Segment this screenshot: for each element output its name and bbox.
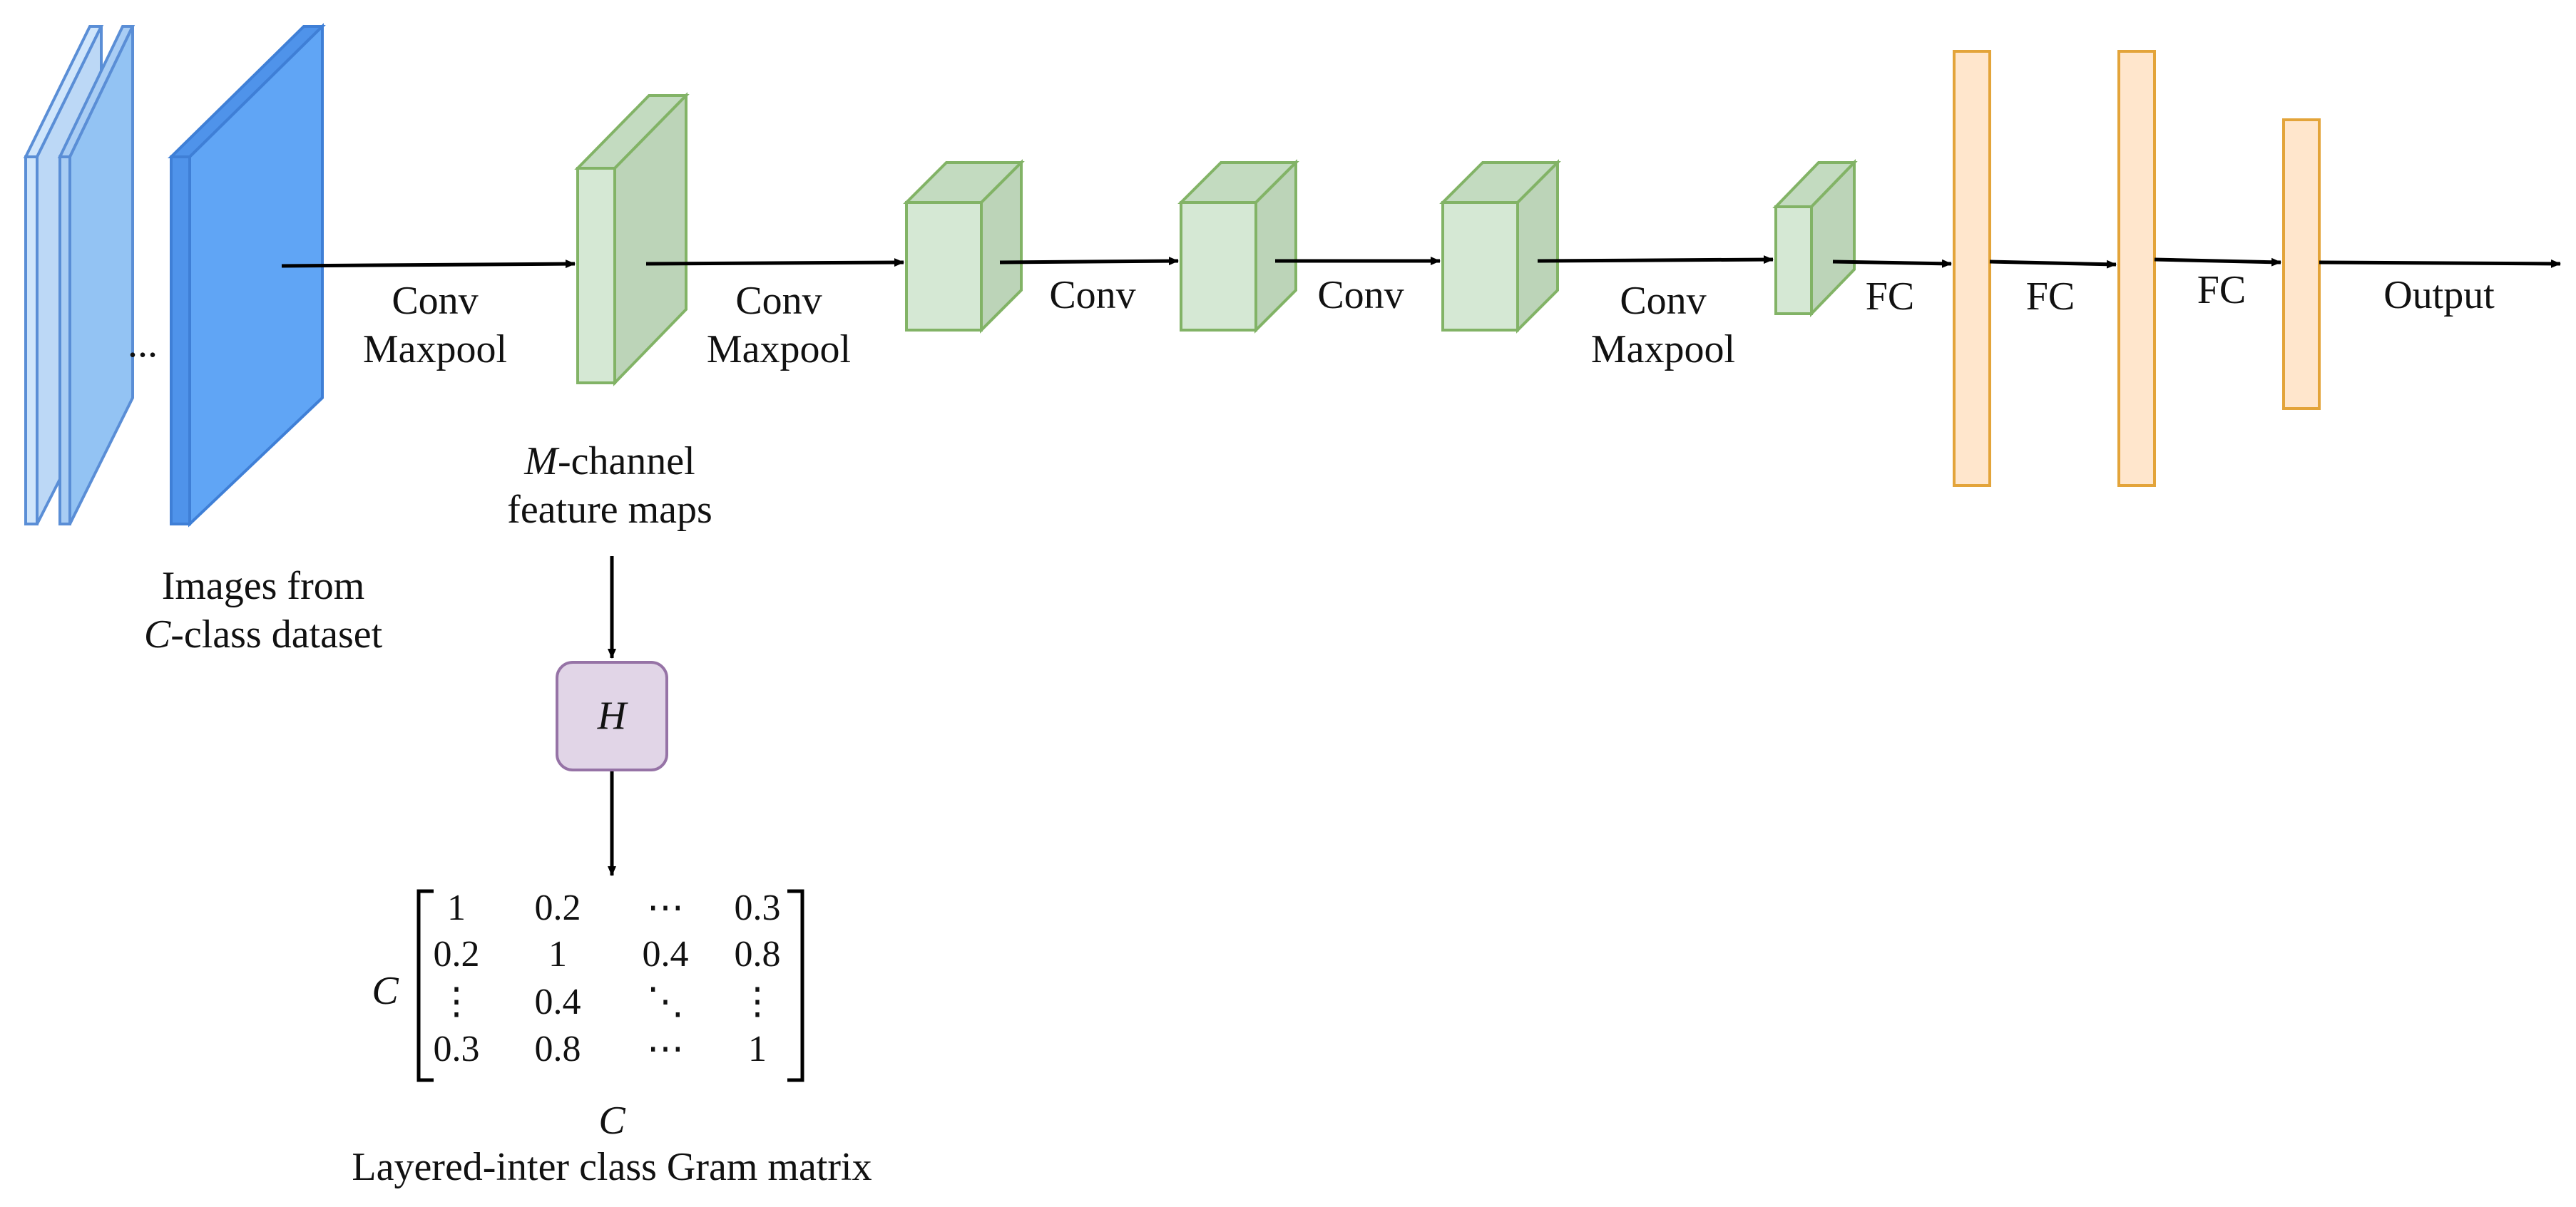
h-box: H bbox=[556, 661, 668, 771]
gram-matrix: C 1 0.2 ⋯ 0.3 0.2 1 0.4 0.8 ⋮ 0.4 ⋱ ⋮ 0.3 0.8 ⋯ 1 C Lay… bbox=[352, 888, 872, 1189]
gram-cell-r3-c3: ⋱ bbox=[647, 982, 684, 1022]
label-conv4: Conv bbox=[1317, 273, 1404, 317]
conv-cube-4 bbox=[1439, 159, 1561, 334]
gram-cell-r3-c1: ⋮ bbox=[438, 982, 475, 1022]
gram-cell-r2-c2: 1 bbox=[548, 934, 567, 975]
arrow-cube5-to-fc1 bbox=[1832, 259, 1952, 268]
feature-map-caption-line1: M-channel bbox=[523, 439, 695, 483]
label-maxpool1: Maxpool bbox=[363, 327, 507, 371]
gram-cell-r1-c4: 0.3 bbox=[735, 888, 781, 928]
feature-map-caption: M-channel feature maps bbox=[507, 439, 712, 532]
input-ellipsis: ... bbox=[128, 322, 158, 366]
gram-left-bracket bbox=[416, 889, 434, 1082]
input-image-plate bbox=[57, 25, 136, 525]
gram-cell-r1-c2: 0.2 bbox=[535, 888, 581, 928]
arrow-fc3-to-output bbox=[2319, 259, 2561, 268]
conv-cube-2 bbox=[903, 159, 1025, 334]
label-conv2: Conv bbox=[735, 279, 822, 323]
label-maxpool2: Maxpool bbox=[707, 327, 851, 371]
gram-cell-r4-c4: 1 bbox=[748, 1029, 767, 1069]
arrow-cube2-to-cube3 bbox=[999, 257, 1179, 266]
feature-map-channel-text: -channel bbox=[558, 439, 695, 483]
gram-column-label: C bbox=[598, 1099, 625, 1143]
label-fc1: FC bbox=[1866, 274, 1915, 319]
gram-cell-r1-c3: ⋯ bbox=[647, 888, 684, 928]
gram-cell-r4-c3: ⋯ bbox=[647, 1029, 684, 1069]
gram-row-label: C bbox=[372, 969, 399, 1013]
feature-map-block-1 bbox=[574, 92, 690, 386]
h-box-label: H bbox=[597, 694, 628, 738]
arrow-cube4-to-cube5 bbox=[1537, 255, 1774, 264]
gram-cells: 1 0.2 ⋯ 0.3 0.2 1 0.4 0.8 ⋮ 0.4 ⋱ ⋮ 0.3 0.8 ⋯ 1 bbox=[434, 888, 781, 1069]
feature-map-channel-symbol: M bbox=[523, 439, 560, 483]
feature-map-caption-line2: feature maps bbox=[507, 488, 712, 532]
arrow-fc1-to-fc2 bbox=[1989, 260, 2117, 269]
gram-cell-r4-c2: 0.8 bbox=[535, 1029, 581, 1069]
fc-layer-1 bbox=[1953, 50, 1991, 487]
flow-arrows bbox=[281, 255, 2561, 269]
arrow-block1-to-cube2 bbox=[645, 258, 904, 267]
gram-cell-r2-c3: 0.4 bbox=[643, 934, 689, 975]
gram-cell-r3-c4: ⋮ bbox=[739, 982, 776, 1022]
input-caption-class-text: -class dataset bbox=[170, 612, 382, 657]
gram-right-bracket bbox=[787, 889, 804, 1082]
gram-caption: Layered-inter class Gram matrix bbox=[352, 1145, 872, 1189]
input-caption-class-symbol: C bbox=[144, 612, 171, 657]
input-image-plate bbox=[168, 23, 326, 528]
gram-cell-r4-c1: 0.3 bbox=[434, 1029, 480, 1069]
label-output: Output bbox=[2383, 273, 2495, 317]
label-fc2: FC bbox=[2026, 274, 2075, 319]
conv-cube-3 bbox=[1177, 159, 1299, 334]
input-caption-line1: Images from bbox=[162, 564, 365, 608]
conv-cube-5 bbox=[1772, 159, 1858, 317]
fc-layer-2 bbox=[2117, 50, 2156, 487]
gram-cell-r1-c1: 1 bbox=[447, 888, 466, 928]
input-image-stack: ... bbox=[23, 23, 326, 528]
arrow-fc2-to-fc3 bbox=[2154, 257, 2281, 267]
label-conv1: Conv bbox=[392, 279, 478, 323]
label-maxpool5: Maxpool bbox=[1591, 327, 1735, 371]
gram-cell-r2-c4: 0.8 bbox=[735, 934, 781, 975]
label-fc3: FC bbox=[2197, 268, 2247, 312]
gram-cell-r3-c2: 0.4 bbox=[535, 982, 581, 1022]
gram-cell-r2-c1: 0.2 bbox=[434, 934, 480, 975]
arrow-input-to-block1 bbox=[281, 260, 576, 269]
label-conv3: Conv bbox=[1049, 273, 1135, 317]
layer-labels: Conv Maxpool Conv Maxpool Conv Conv Conv… bbox=[363, 268, 2495, 371]
input-caption-line2: C-class dataset bbox=[144, 612, 383, 657]
label-conv5: Conv bbox=[1620, 279, 1706, 323]
fc-layer-3 bbox=[2282, 118, 2321, 410]
input-caption: Images from C-class dataset bbox=[144, 564, 383, 657]
